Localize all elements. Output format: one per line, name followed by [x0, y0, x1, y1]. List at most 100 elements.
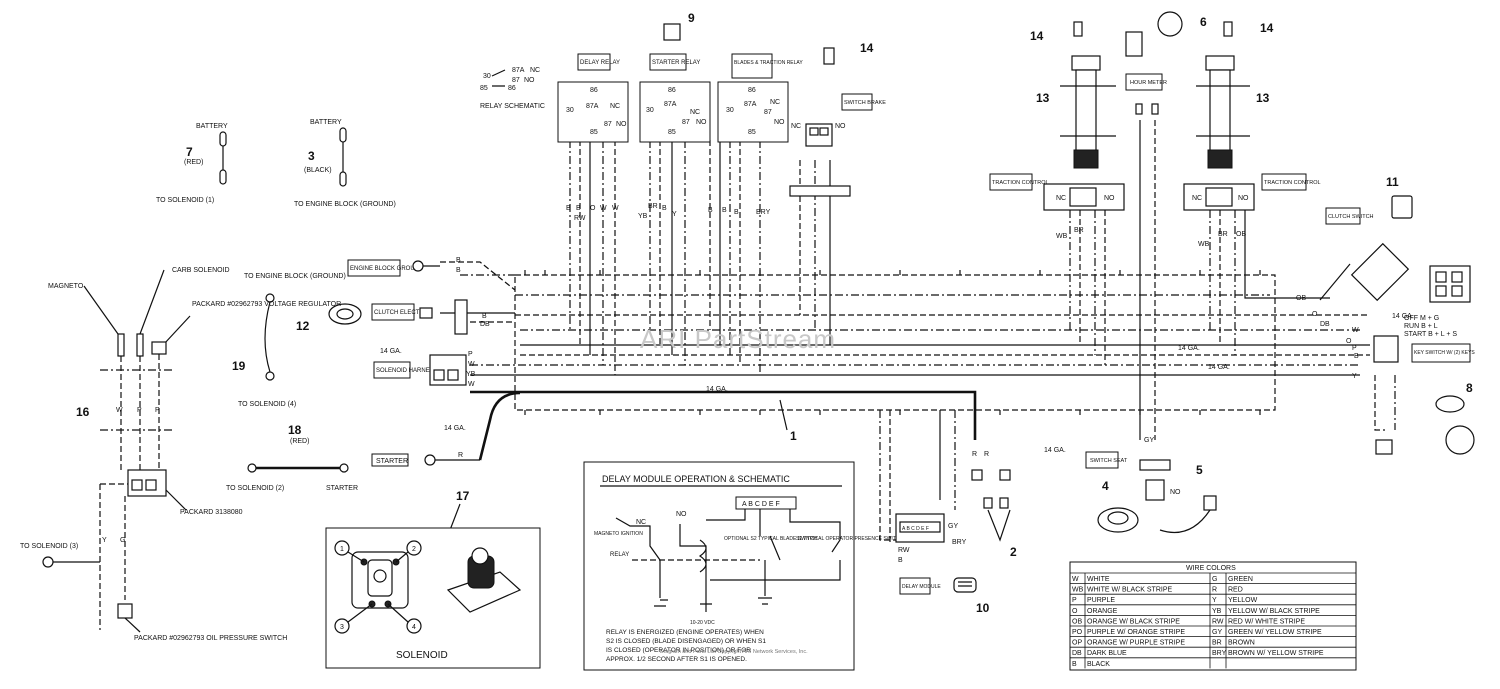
- wire-color-name: WHITE W/ BLACK STRIPE: [1087, 587, 1173, 594]
- wire-tag: DB: [480, 321, 490, 328]
- wire-color-name: BROWN W/ YELLOW STRIPE: [1228, 650, 1324, 657]
- wire-color-name: ORANGE: [1087, 608, 1118, 615]
- to-engine-block-label: TO ENGINE BLOCK (GROUND): [294, 201, 396, 208]
- wire-color-name: PURPLE: [1087, 597, 1115, 604]
- wire-color-code: Y: [1212, 597, 1217, 604]
- wire-tag: B: [1354, 353, 1359, 360]
- delay-note-line-4: APPROX. 1/2 SECOND AFTER S1 IS OPENED.: [606, 656, 747, 663]
- battery-cable-black: BATTERY 3 (BLACK) TO ENGINE BLOCK (GROUN…: [294, 119, 396, 208]
- blades-traction-relay-title: BLADES & TRACTION RELAY: [734, 60, 803, 66]
- solenoid-box: 17 1 2 3 4 SOLENOID: [325, 489, 541, 669]
- starter-relay: STARTER RELAY 86 30 87A 87 85 NC NO YB B…: [638, 53, 711, 220]
- wire-tag: RW: [898, 547, 910, 554]
- wire-color-name: RED: [1228, 587, 1243, 594]
- wire-tag: W: [612, 205, 619, 212]
- switch-brake-no: NO: [835, 123, 846, 130]
- clutch-switch: CLUTCH SWITCH 11 OB: [1296, 175, 1413, 302]
- wire-tag: W: [600, 205, 607, 212]
- battery-cable-red: BATTERY 7 (RED) TO SOLENOID (1): [156, 123, 228, 204]
- wire-color-code: YB: [1212, 608, 1222, 615]
- wire-color-name: RED W/ WHITE STRIPE: [1228, 618, 1305, 625]
- relay-label: RELAY: [610, 552, 629, 558]
- to-solenoid-1-label: TO SOLENOID (1): [156, 197, 214, 204]
- magneto-ignition-label: MAGNETO IGNITION: [594, 531, 643, 537]
- callout-5: 5: [1196, 463, 1203, 477]
- wire-tag: DB: [1320, 321, 1330, 328]
- callout-11: 11: [1386, 175, 1399, 189]
- relay-pin-87: 87: [512, 77, 520, 84]
- blades-relay-pin-87a: 87A: [744, 101, 757, 108]
- wire-color-code: RW: [1212, 618, 1224, 625]
- hour-meter-gauge: 6: [1125, 11, 1207, 57]
- wire-color-code: GY: [1212, 629, 1222, 636]
- switch-brake: SWITCH BRAKE NC NO 14: [789, 41, 886, 197]
- relay-pin-no: NO: [524, 77, 535, 84]
- gauge-14-b: 14 GA.: [1178, 345, 1200, 352]
- wire-color-name: ORANGE W/ BLACK STRIPE: [1087, 618, 1180, 625]
- voltage-label: 10-20 VDC: [690, 620, 715, 626]
- wire-tag: O: [1312, 311, 1318, 318]
- battery-label: BATTERY: [196, 123, 228, 130]
- callout-14-right: 14: [1260, 21, 1274, 35]
- gauge-14-key: 14 GA.: [1392, 313, 1414, 320]
- wire-tag: Y: [1352, 373, 1357, 380]
- wire-color-code: G: [1212, 576, 1217, 583]
- wire-tag: RW: [574, 215, 586, 222]
- cable-18-red: (RED): [290, 438, 309, 445]
- wire-color-code: DB: [1072, 650, 1082, 657]
- relay-schematic-title: RELAY SCHEMATIC: [480, 103, 545, 110]
- wire-color-name: YELLOW W/ BLACK STRIPE: [1228, 608, 1320, 615]
- traction-left-no: NO: [1104, 195, 1115, 202]
- wire-tag: YB: [638, 213, 648, 220]
- callout-13-right: 13: [1256, 91, 1270, 105]
- wire-tag: P: [468, 351, 473, 358]
- packard-3138080-label: PACKARD 3138080: [180, 509, 243, 516]
- to-solenoid-3-label: TO SOLENOID (3): [20, 543, 78, 550]
- callout-10: 10: [976, 601, 990, 615]
- wire-color-name: PURPLE W/ ORANGE STRIPE: [1087, 629, 1185, 636]
- wire-tag: BR: [1218, 231, 1228, 238]
- wire-tag: O: [590, 205, 596, 212]
- wire-color-name: BLACK: [1087, 661, 1110, 668]
- wire-tag: OB: [1296, 295, 1306, 302]
- starter-relay-pin-87a: 87A: [664, 101, 677, 108]
- wire-tag: YB: [466, 371, 476, 378]
- solenoid-harness: 14 GA. SOLENOID HARNESS P W YB W: [373, 348, 476, 388]
- key-switch: OFF M + G RUN B + L START B + L + S 14 G…: [1373, 265, 1475, 455]
- wire-tag: W: [116, 407, 123, 414]
- wire-tag: GY: [1144, 437, 1154, 444]
- clutch-electric-label: CLUTCH ELECTRIC: [374, 310, 430, 316]
- wire-tag: BR: [1074, 227, 1084, 234]
- wire-tag: B: [456, 257, 461, 264]
- key-position-run: RUN B + L: [1404, 323, 1438, 330]
- callout-13-left: 13: [1036, 91, 1050, 105]
- callout-6: 6: [1200, 15, 1207, 29]
- packard-voltage-label: PACKARD #02962793 VOLTAGE REGULATOR: [192, 301, 341, 308]
- clutch-electric: 12 CLUTCH ELECTRIC B DB: [296, 299, 490, 335]
- wire-color-name: WHITE: [1087, 576, 1110, 583]
- wire-tag: Y: [102, 537, 107, 544]
- wire-tag: O: [1346, 338, 1352, 345]
- wire-tag: P: [155, 407, 160, 414]
- starter-relay-pin-85: 85: [668, 129, 676, 136]
- wire-color-code: WB: [1072, 587, 1084, 594]
- relay-pin-87a: 87A: [512, 67, 525, 74]
- solenoid-title: SOLENOID: [396, 650, 448, 661]
- callout-4: 4: [1102, 479, 1109, 493]
- wire-tag: WB: [1056, 233, 1068, 240]
- callout-7: 7: [186, 145, 193, 159]
- gauge-14-starter: 14 GA.: [444, 425, 466, 432]
- wire-tag: G: [120, 537, 125, 544]
- traction-right-nc: NC: [1192, 195, 1202, 202]
- delay-relay-pin-30: 30: [566, 107, 574, 114]
- wire-color-code: W: [1072, 576, 1079, 583]
- packard-oil-label: PACKARD #02962793 OIL PRESSURE SWITCH: [134, 635, 287, 642]
- wire-tag: B: [566, 205, 571, 212]
- wire-tag: P: [137, 407, 142, 414]
- wire-color-code: OP: [1072, 640, 1082, 647]
- delay-relay-title: DELAY RELAY: [580, 60, 620, 66]
- wire-color-name: DARK BLUE: [1087, 650, 1127, 657]
- switch-2: R R 2: [971, 451, 1017, 559]
- relay-pin-nc: NC: [530, 67, 540, 74]
